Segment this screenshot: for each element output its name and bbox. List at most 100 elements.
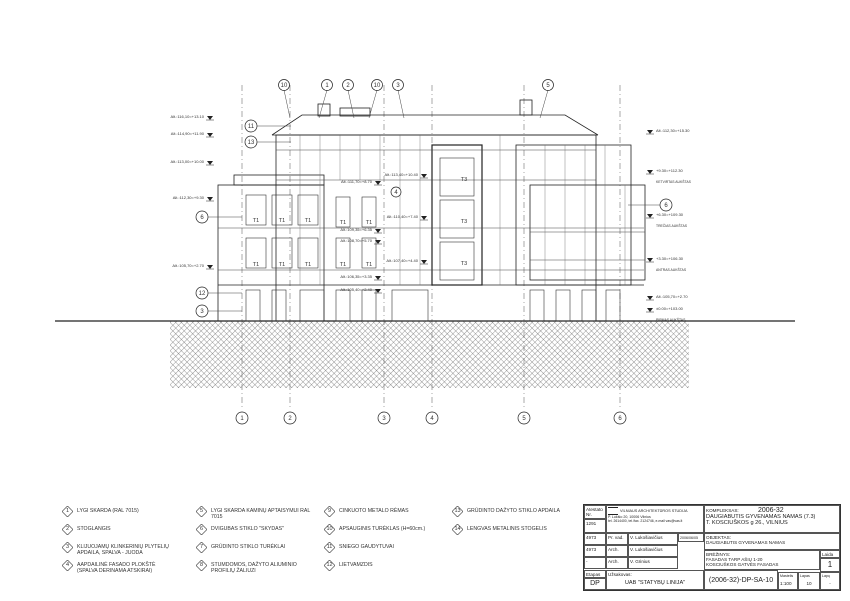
legend-number: 3 bbox=[65, 544, 70, 550]
elev-right-3-text: +3.30=+106.30 bbox=[656, 256, 684, 261]
staff-role: Arch. bbox=[606, 545, 628, 557]
legend-text: GRŪDINTO STIKLO TURĖKLAI bbox=[211, 544, 286, 550]
legend-item-12: 12 LIETVAMZDIS bbox=[324, 560, 373, 571]
elev-left-1: Alt.:114,90=+11.90 bbox=[171, 131, 214, 138]
top-callout-5: 5 bbox=[542, 79, 554, 91]
brezinys-line2: KOSCIUŠKOS GATVĖS FASADAS bbox=[706, 562, 779, 567]
left-callout-0-label: 11 bbox=[248, 124, 255, 130]
atestato-label: Atestato Nr. bbox=[586, 507, 603, 517]
staff-role: Arch. bbox=[606, 557, 628, 569]
date-cell: 2006/06/05 bbox=[678, 533, 704, 542]
right-callout-0-label: 6 bbox=[664, 203, 668, 209]
window-tag-t1-9: T1 bbox=[366, 262, 372, 268]
legend-number-badge: 11 bbox=[324, 542, 335, 553]
legend-item-7: 7 GRŪDINTO STIKLO TURĖKLAI bbox=[196, 542, 285, 553]
legend-text: CINKUOTO METALO RĖMAS bbox=[339, 508, 409, 514]
laida-label-cell: Laida bbox=[820, 550, 840, 558]
etapas-cell: DP bbox=[584, 578, 606, 590]
project-title: DAUGIABUTIS GYVENAMAS NAMAS (7.3) bbox=[706, 514, 816, 520]
legend-number-badge: 8 bbox=[196, 560, 207, 571]
top-callout-3-label: 10 bbox=[374, 83, 381, 89]
top-callout-0-label: 10 bbox=[281, 83, 288, 89]
mastelis-cell: Mastelis 1:100 bbox=[778, 572, 798, 590]
leader-line bbox=[368, 89, 378, 119]
axis-bubble-5-label: 5 bbox=[522, 416, 526, 422]
legend-text: LIETVAMZDIS bbox=[339, 562, 373, 568]
mid-callout: 4 bbox=[390, 186, 402, 198]
legend-number-badge: 12 bbox=[324, 560, 335, 571]
elev-mid-2: Alt.:108,70=+5.70 bbox=[340, 238, 382, 245]
staff-name: V. Grinius bbox=[628, 557, 678, 569]
legend-number-badge: 7 bbox=[196, 542, 207, 553]
legend-number: 2 bbox=[65, 526, 70, 532]
left-callout-1: 13 bbox=[244, 135, 258, 149]
elevation-markers-stair: Alt.:113,40=+10.40Alt.:110,40=+7.40Alt.:… bbox=[384, 172, 428, 265]
elevation-markers-mid: Alt.:111,70=+8.70Alt.:109,35=+6.35Alt.:1… bbox=[340, 179, 382, 294]
mid-callout-label: 4 bbox=[394, 190, 398, 196]
floor-label-2: TREČIAS AUKŠTAS bbox=[656, 223, 688, 228]
floor-lines bbox=[218, 149, 645, 271]
elev-right-5-text: ±0.00=+103.00 bbox=[656, 306, 684, 311]
legend-number-badge: 2 bbox=[62, 524, 73, 535]
left-callout-4: 3 bbox=[195, 304, 209, 318]
lapas-cell: Lapas 10 bbox=[798, 572, 820, 590]
elev-left-3: Alt.:112,30=+9.30 bbox=[173, 195, 214, 202]
legend-text: GRŪDINTO DAŽYTO STIKLO APDAILA bbox=[467, 508, 560, 514]
komplexas-value: 2006-32 bbox=[757, 507, 784, 514]
staff-number: 4973 bbox=[584, 545, 606, 557]
objektas-value: DAUGIABUTIS GYVENAMAS NAMAS bbox=[706, 540, 786, 545]
brezinys-label: BRĖŽINYS: bbox=[706, 552, 731, 557]
elev-right-0: Alt.:112,30=+15.30 bbox=[646, 128, 690, 135]
elev-right-4-text: Alt.:105,70=+2.70 bbox=[656, 294, 688, 299]
elev-left-4-text: Alt.:105,70=+2.70 bbox=[172, 263, 204, 268]
elevation-markers-left: Alt.:116,10=+13.10Alt.:114,90=+11.90Alt.… bbox=[170, 114, 214, 270]
window-tag-t1-2: T1 bbox=[279, 218, 285, 224]
left-callout-0: 11 bbox=[244, 119, 258, 133]
elev-left-2-text: Alt.:113,00=+10.00 bbox=[170, 159, 204, 164]
axis-bubble-4-label: 4 bbox=[430, 416, 434, 422]
elev-mid-1-text: Alt.:109,35=+6.35 bbox=[340, 227, 372, 232]
elev-right-5: ±0.00=+103.00 bbox=[646, 306, 684, 313]
axis-bubble-4: 4 bbox=[425, 411, 439, 425]
axis-lines bbox=[241, 85, 621, 410]
window-tag-t3-2: T3 bbox=[461, 261, 467, 267]
legend-number: 1 bbox=[65, 508, 70, 514]
left-callout-4-label: 3 bbox=[200, 309, 204, 315]
company-name: VILNIAUS ARCHITEKTŪROS STUDIJA bbox=[620, 509, 688, 513]
objektas-label: OBJEKTAS: bbox=[706, 535, 731, 540]
legend-number-badge: 9 bbox=[324, 506, 335, 517]
building-outline bbox=[217, 99, 646, 322]
window-tag-t1-4: T1 bbox=[305, 218, 311, 224]
legend-item-9: 9 CINKUOTO METALO RĖMAS bbox=[324, 506, 409, 517]
elev-stair-2: Alt.:107,40=+4.40 bbox=[386, 258, 428, 265]
elev-left-4: Alt.:105,70=+2.70 bbox=[172, 263, 214, 270]
legend-number-badge: 5 bbox=[196, 506, 207, 517]
floor-label-5: PIRMAS AUKŠTAS bbox=[656, 317, 686, 322]
elev-right-0-text: Alt.:112,30=+15.30 bbox=[656, 128, 690, 133]
top-callout-3: 10 bbox=[371, 79, 383, 91]
title-block: Atestato Nr. 1291 VILNIAUS ARCHITEKTŪROS… bbox=[583, 504, 841, 591]
elev-mid-4-text: Alt.:105,40=+2.40 bbox=[340, 287, 372, 292]
windows-t1 bbox=[245, 194, 377, 269]
left-callout-3-label: 12 bbox=[199, 291, 206, 297]
window-tag-t1-0: T1 bbox=[253, 218, 259, 224]
elev-mid-1: Alt.:109,35=+6.35 bbox=[340, 227, 382, 234]
leader-line bbox=[283, 89, 291, 119]
legend-text: AAPDAILINĖ FASADO PLOKŠTĖ (SPALVA DERINA… bbox=[77, 562, 156, 574]
lapu-cell: Lapų - bbox=[820, 572, 840, 590]
elev-right-2-text: +6.30=+109.30 bbox=[656, 212, 684, 217]
staff-name: V. Lukošiavičius bbox=[628, 533, 678, 545]
company-logo bbox=[608, 507, 618, 515]
window-tag-t1-8: T1 bbox=[366, 220, 372, 226]
axis-bubble-1-label: 1 bbox=[240, 416, 244, 422]
company-cell: VILNIAUS ARCHITEKTŪROS STUDIJA P. Lukšio… bbox=[606, 505, 704, 533]
staff-name: V. Lukošiavičius bbox=[628, 545, 678, 557]
elevation-markers-right: Alt.:112,30=+15.30+9.30=+112.30KETVIRTAS… bbox=[646, 128, 692, 322]
axis-bubble-3: 3 bbox=[377, 411, 391, 425]
curtain-wall-mullions bbox=[299, 135, 626, 285]
